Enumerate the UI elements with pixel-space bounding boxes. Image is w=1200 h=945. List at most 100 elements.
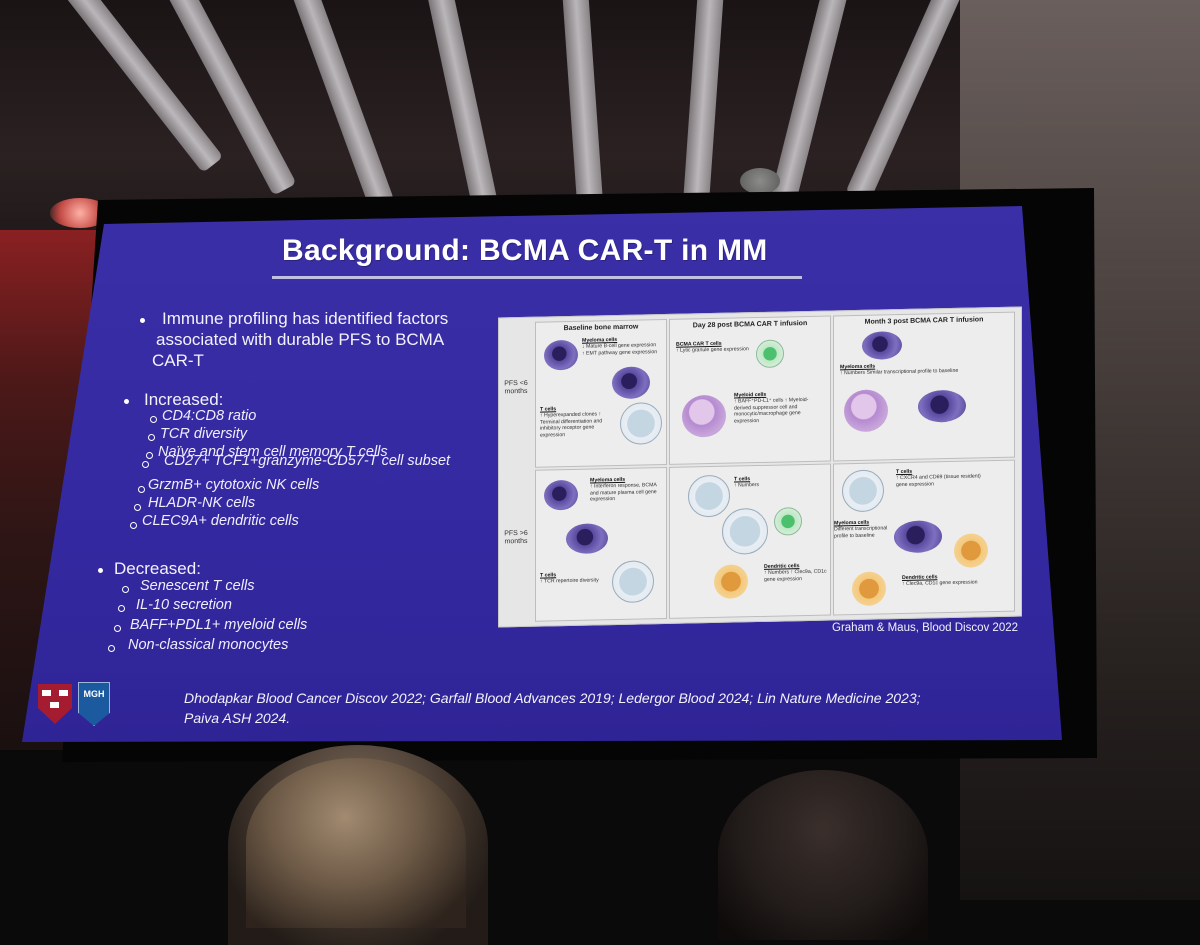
intro-line-1: Immune profiling has identified factors bbox=[162, 309, 449, 328]
panel-text-body: ↑ Numbers bbox=[734, 482, 760, 489]
panel-text-body: ↑ Hyperexpanded clones ↑ Terminal differ… bbox=[540, 411, 603, 439]
sub-bullet bbox=[130, 522, 137, 529]
dendritic-cell bbox=[852, 571, 886, 607]
sub-bullet bbox=[142, 461, 149, 468]
panel-text-body: ↑ CXCR4 and CD69 (tissue resident) gene … bbox=[896, 473, 981, 488]
panel-text-body: ↑ TCR repertoire diversity bbox=[540, 577, 599, 586]
mgh-logo-text: MGH bbox=[83, 689, 105, 699]
car-t-cell bbox=[756, 339, 784, 369]
myeloma-cell bbox=[544, 339, 578, 371]
panel-text: T cells↑ CXCR4 and CD69 (tissue resident… bbox=[896, 467, 992, 488]
panel-text-body: ↑ Interferon response, BCMA and mature p… bbox=[590, 482, 657, 503]
figure-credit: Graham & Maus, Blood Discov 2022 bbox=[832, 622, 1019, 634]
increased-item: HLADR-NK cells bbox=[148, 495, 256, 511]
panel-text-head: T cells bbox=[896, 468, 913, 476]
myeloma-cell bbox=[566, 523, 608, 555]
panel-text-body: ↑ Numbers Similar transcriptional profil… bbox=[840, 368, 959, 377]
decreased-item: IL-10 secretion bbox=[136, 597, 232, 613]
panel-text-body: ↑ Numbers ↑ Clec9a, CD1c gene expression bbox=[764, 569, 827, 583]
audience-head bbox=[718, 770, 928, 940]
book-icon bbox=[50, 702, 59, 708]
panel-text: T cells↑ Hyperexpanded clones ↑ Terminal… bbox=[540, 405, 618, 439]
panel-month3-long: T cells↑ CXCR4 and CD69 (tissue resident… bbox=[833, 459, 1015, 616]
panel-text: Myeloid cells↑ BAFF⁺PD-L1⁺ cells ↑ Myelo… bbox=[734, 391, 824, 425]
myeloma-cell bbox=[918, 389, 966, 423]
bullet-dot bbox=[124, 399, 129, 404]
panel-text-body: ↑ Lytic granule gene expression bbox=[676, 346, 749, 355]
references: Dhodapkar Blood Cancer Discov 2022; Garf… bbox=[184, 690, 921, 726]
panel-text: Myeloma cells↑ Numbers Similar transcrip… bbox=[840, 361, 990, 377]
sub-bullet bbox=[138, 486, 145, 493]
myeloma-cell bbox=[894, 520, 942, 554]
myeloma-cell bbox=[862, 331, 902, 360]
panel-text: T cells↑ Numbers bbox=[734, 475, 804, 489]
panel-text: Dendritic cells↑ Numbers ↑ Clec9a, CD1c … bbox=[764, 563, 828, 584]
ceiling-speaker bbox=[740, 168, 780, 194]
panel-text-head: T cells bbox=[540, 406, 557, 413]
car-t-cell bbox=[774, 507, 802, 536]
panel-baseline-short: Baseline bone marrow Myeloma cells↓ Matu… bbox=[535, 318, 667, 468]
panel-day28-long: T cells↑ Numbers Dendritic cells↑ Number… bbox=[669, 463, 831, 619]
intro-line-2: associated with durable PFS to BCMA bbox=[156, 330, 445, 349]
sub-bullet bbox=[108, 645, 115, 652]
decreased-heading: Decreased: bbox=[114, 559, 201, 578]
panel-text-body: Different transcriptional profile to bas… bbox=[834, 525, 888, 540]
increased-item: GrzmB+ cytotoxic NK cells bbox=[148, 477, 320, 493]
decreased-item: BAFF+PDL1+ myeloid cells bbox=[130, 617, 308, 633]
panel-text: T cells↑ TCR repertoire diversity bbox=[540, 571, 606, 585]
myeloma-cell bbox=[544, 479, 578, 511]
sub-bullet bbox=[134, 504, 141, 511]
panel-text-body: ↑ BAFF⁺PD-L1⁺ cells ↑ Myeloid-derived su… bbox=[734, 397, 809, 425]
t-cell bbox=[620, 402, 662, 445]
panel-text: Myeloma cells↑ Interferon response, BCMA… bbox=[590, 476, 664, 503]
figure-panel: PFS <6 months PFS >6 months Baseline bon… bbox=[498, 306, 1022, 628]
myeloid-cell bbox=[682, 394, 726, 438]
intro-line-3: CAR-T bbox=[152, 351, 204, 370]
bullet-dot bbox=[98, 568, 103, 573]
row-label: PFS <6 months bbox=[504, 379, 528, 396]
book-icon bbox=[59, 690, 68, 696]
increased-item: CD27+ TCF1+granzyme-CD57-T cell subset bbox=[164, 453, 451, 469]
panel-day28-short: Day 28 post BCMA CAR T infusion BCMA CAR… bbox=[669, 315, 831, 465]
sub-bullet bbox=[114, 625, 121, 632]
column-header: Month 3 post BCMA CAR T infusion bbox=[864, 316, 984, 326]
t-cell bbox=[688, 474, 730, 518]
panel-text-head: T cells bbox=[540, 572, 557, 579]
dendritic-cell bbox=[954, 533, 988, 568]
title-underline bbox=[272, 276, 802, 279]
decreased-item: Senescent T cells bbox=[140, 578, 255, 594]
book-icon bbox=[42, 690, 51, 696]
sub-bullet bbox=[118, 605, 125, 612]
dendritic-cell bbox=[714, 564, 748, 599]
panel-baseline-long: Myeloma cells↑ Interferon response, BCMA… bbox=[535, 466, 667, 622]
column-header: Day 28 post BCMA CAR T infusion bbox=[692, 320, 808, 330]
panel-text-body: ↓ Mature B-cell gene expression ↑ EMT pa… bbox=[582, 342, 658, 357]
panel-text: BCMA CAR T cells↑ Lytic granule gene exp… bbox=[676, 340, 750, 354]
panel-month3-short: Month 3 post BCMA CAR T infusion Myeloma… bbox=[833, 311, 1015, 462]
myeloma-cell bbox=[612, 366, 650, 400]
increased-item: CLEC9A+ dendritic cells bbox=[142, 513, 299, 529]
increased-item: TCR diversity bbox=[160, 426, 248, 442]
audience-hair bbox=[246, 758, 466, 928]
panel-text: Myeloma cells↓ Mature B-cell gene expres… bbox=[582, 336, 660, 357]
myeloid-cell bbox=[844, 389, 888, 433]
sub-bullet bbox=[150, 416, 157, 423]
sub-bullet bbox=[146, 452, 153, 459]
slide-title: Background: BCMA CAR-T in MM bbox=[282, 234, 768, 267]
sub-bullet bbox=[148, 434, 155, 441]
row-label: PFS >6 months bbox=[504, 529, 528, 546]
t-cell bbox=[842, 469, 884, 513]
decreased-item: Non-classical monocytes bbox=[128, 637, 289, 653]
increased-heading: Increased: bbox=[144, 390, 224, 409]
panel-text: Dendritic cells↑ Clec9a, CD1c gene expre… bbox=[902, 573, 1002, 588]
column-header: Baseline bone marrow bbox=[563, 323, 639, 333]
increased-item: Naïve and stem cell memory T cells bbox=[158, 444, 388, 460]
sub-bullet bbox=[122, 586, 129, 593]
increased-item: CD4:CD8 ratio bbox=[162, 408, 257, 424]
panel-text-body: ↑ Clec9a, CD1c gene expression bbox=[902, 579, 978, 588]
t-cell bbox=[612, 560, 654, 604]
t-cell bbox=[722, 507, 768, 555]
bullet-dot bbox=[140, 318, 145, 323]
